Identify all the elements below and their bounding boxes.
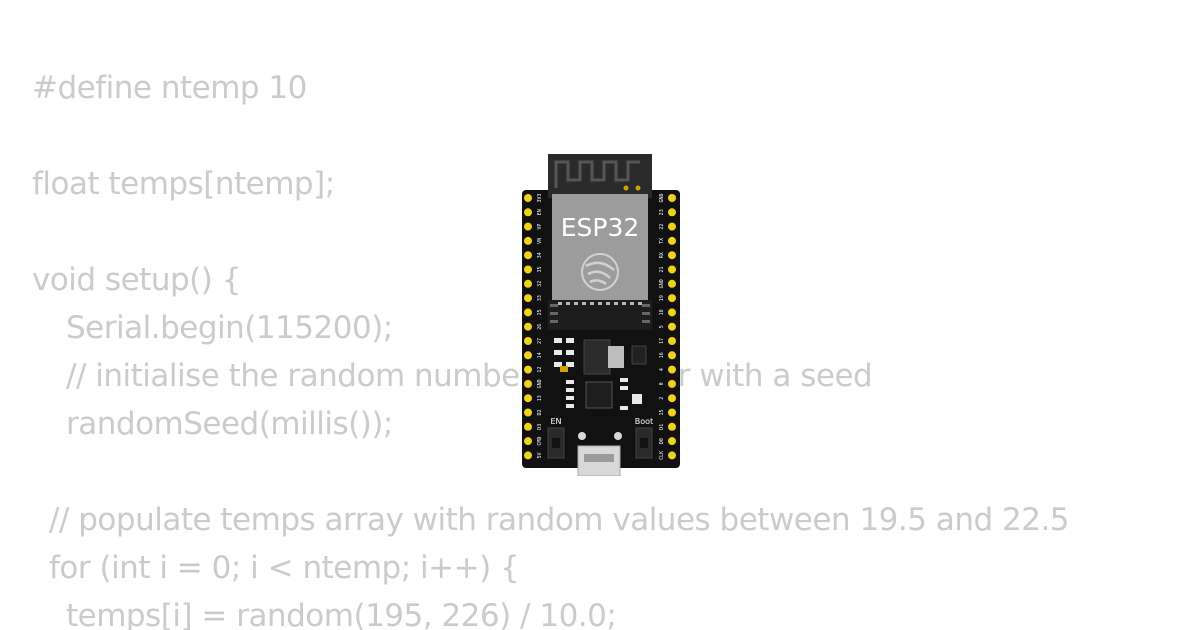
pin-pad[interactable] xyxy=(524,279,532,288)
pin-label: 25 xyxy=(537,309,543,315)
module-shield xyxy=(552,194,648,300)
pin-label: 26 xyxy=(537,324,543,330)
espressif-logo-icon xyxy=(581,253,619,291)
pin-pad[interactable] xyxy=(524,365,532,374)
pin-label: 5V xyxy=(537,452,543,458)
pin-label: D3 xyxy=(537,424,543,430)
pin-label: CLK xyxy=(659,451,665,460)
pin-pad[interactable] xyxy=(668,408,676,417)
pin-label: 4 xyxy=(659,368,665,371)
pin-label: 21 xyxy=(659,266,665,272)
pin-pad[interactable] xyxy=(668,322,676,331)
code-line: temps[i] = random(195, 226) / 10.0; xyxy=(66,598,617,630)
pin-pad[interactable] xyxy=(668,294,676,303)
pin-label: 18 xyxy=(659,309,665,315)
pin-pad[interactable] xyxy=(524,265,532,274)
pin-label: 17 xyxy=(659,338,665,344)
code-line: void setup() { xyxy=(32,262,241,298)
pin-pad[interactable] xyxy=(524,208,532,217)
pin-label: 16 xyxy=(659,352,665,358)
pin-pad[interactable] xyxy=(524,437,532,446)
pin-pad[interactable] xyxy=(524,337,532,345)
pin-pad[interactable] xyxy=(524,294,532,303)
code-line: #define ntemp 10 xyxy=(32,70,307,106)
pin-label: D1 xyxy=(659,424,665,430)
pin-label: TX xyxy=(659,238,665,244)
pin-label: 14 xyxy=(537,352,543,358)
pin-label: 34 xyxy=(537,252,543,258)
pin-pad[interactable] xyxy=(524,422,532,431)
pin-pad[interactable] xyxy=(524,322,532,331)
pin-label: 27 xyxy=(537,338,543,344)
pin-pad[interactable] xyxy=(524,379,532,388)
pin-label: D2 xyxy=(537,409,543,415)
pin-label: 19 xyxy=(659,295,665,301)
usb-uart-chip xyxy=(585,381,613,409)
pin-pad[interactable] xyxy=(668,279,676,288)
pin-pad[interactable] xyxy=(668,236,676,245)
pin-pad[interactable] xyxy=(668,351,676,360)
pin-label: 3V3 xyxy=(537,193,543,202)
pin-label: 32 xyxy=(537,281,543,287)
code-line: Serial.begin(115200); xyxy=(66,310,393,346)
esp32-board-graphic: ESP32 xyxy=(522,154,680,476)
pin-label: VP xyxy=(537,224,543,230)
pin-pad[interactable] xyxy=(524,351,532,360)
pin-pad[interactable] xyxy=(524,394,532,403)
pin-label: GND xyxy=(537,379,543,388)
pin-label: 2 xyxy=(659,397,665,400)
code-line: // populate temps array with random valu… xyxy=(49,502,1070,538)
pin-pad[interactable] xyxy=(668,451,676,460)
pin-pad[interactable] xyxy=(524,251,532,260)
pin-label: 35 xyxy=(537,266,543,272)
pin-label: 12 xyxy=(537,367,543,373)
chip-label: ESP32 xyxy=(561,213,640,242)
code-line: for (int i = 0; i < ntemp; i++) { xyxy=(49,550,520,586)
pin-pad[interactable] xyxy=(524,236,532,245)
pin-pad[interactable] xyxy=(668,251,676,260)
antenna-icon xyxy=(554,160,640,188)
code-line: randomSeed(millis()); xyxy=(66,406,393,442)
voltage-regulator xyxy=(583,339,611,375)
pin-pad[interactable] xyxy=(668,308,676,317)
pin-label: 23 xyxy=(659,209,665,215)
code-line: float temps[ntemp]; xyxy=(32,166,335,202)
pin-pad[interactable] xyxy=(668,194,676,202)
pin-label: CMD xyxy=(537,437,543,446)
pin-pad[interactable] xyxy=(524,222,532,231)
pin-label: 15 xyxy=(659,409,665,415)
pin-label: D0 xyxy=(659,438,665,444)
pin-label: EN xyxy=(537,209,543,215)
pin-pad[interactable] xyxy=(524,194,532,202)
pin-pad[interactable] xyxy=(668,379,676,388)
pin-label: GND xyxy=(659,193,665,202)
pin-label: 22 xyxy=(659,224,665,230)
pin-pad[interactable] xyxy=(668,208,676,217)
en-button-label: EN xyxy=(550,417,561,426)
pin-label: 33 xyxy=(537,295,543,301)
pin-label: VN xyxy=(537,238,543,244)
pin-pad[interactable] xyxy=(524,408,532,417)
pin-pad[interactable] xyxy=(524,308,532,317)
pin-pad[interactable] xyxy=(668,365,676,374)
boot-button-label: Boot xyxy=(635,417,653,426)
esp32-board[interactable]: ESP32 xyxy=(520,154,680,476)
pin-label: 0 xyxy=(659,382,665,385)
pin-pad[interactable] xyxy=(668,437,676,446)
code-line: // initialise the random number generato… xyxy=(66,358,873,394)
pin-pad[interactable] xyxy=(524,451,532,460)
pin-pad[interactable] xyxy=(668,422,676,431)
pin-label: 13 xyxy=(537,395,543,401)
pin-pad[interactable] xyxy=(668,222,676,231)
pin-label: 5 xyxy=(659,325,665,328)
pin-pad[interactable] xyxy=(668,337,676,345)
pin-pad[interactable] xyxy=(668,265,676,274)
pin-pad[interactable] xyxy=(668,394,676,403)
pin-label: GND xyxy=(659,279,665,288)
pin-label: RX xyxy=(659,252,665,258)
